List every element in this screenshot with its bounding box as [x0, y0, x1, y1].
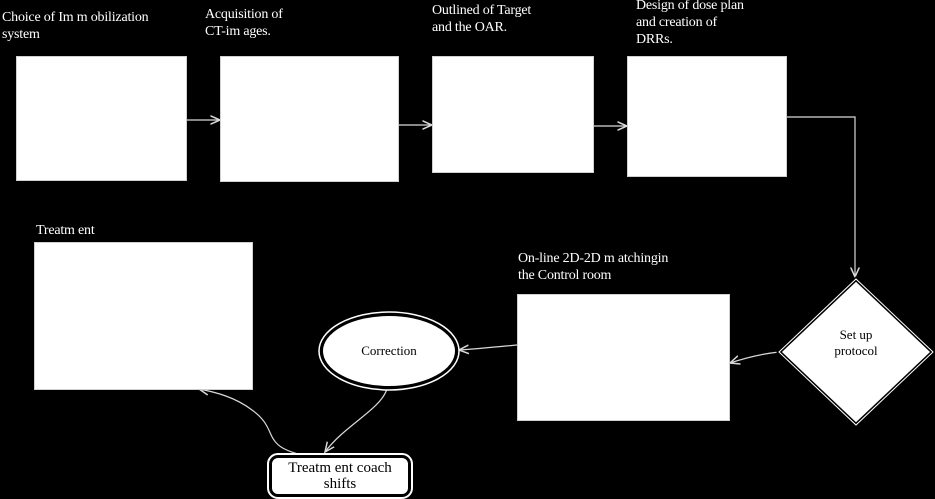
- process-box-treatment: [34, 242, 253, 390]
- arrow-coach-to-treatment: [199, 389, 303, 456]
- correction-label: Correction: [361, 343, 417, 358]
- process-box-matching: [517, 294, 730, 421]
- step-label-treatment: Treatm ent: [36, 223, 95, 238]
- arrow-correction-to-coach: [325, 388, 388, 452]
- correction-node: [319, 312, 459, 390]
- step-label-matching: On-line 2D-2D m atchingin the Control ro…: [518, 251, 669, 283]
- process-box-ct-acquisition: [220, 56, 399, 182]
- step-label-immobilization: Choice of Im m obilization system: [2, 10, 149, 42]
- arrow-matching-to-correction: [459, 344, 518, 350]
- process-box-outline: [432, 56, 594, 173]
- step-label-ct-acquisition: Acquisition of CT-im ages.: [205, 7, 283, 39]
- process-box-dose-plan: [627, 56, 787, 177]
- step-label-outline: Outlined of Target and the OAR.: [432, 3, 532, 35]
- step-label-dose-plan: Design of dose plan and creation of DRRs…: [636, 0, 744, 47]
- process-box-immobilization: [16, 56, 187, 181]
- treatment-coach-shifts-label: Treatm ent coach shifts: [288, 460, 392, 492]
- setup-protocol-label: Set up protocol: [834, 327, 878, 358]
- arrow-dose-to-setup: [787, 116, 855, 277]
- arrow-setup-to-matching: [730, 351, 780, 363]
- treatment-coach-shifts-node: Treatm ent coach shifts: [267, 453, 413, 499]
